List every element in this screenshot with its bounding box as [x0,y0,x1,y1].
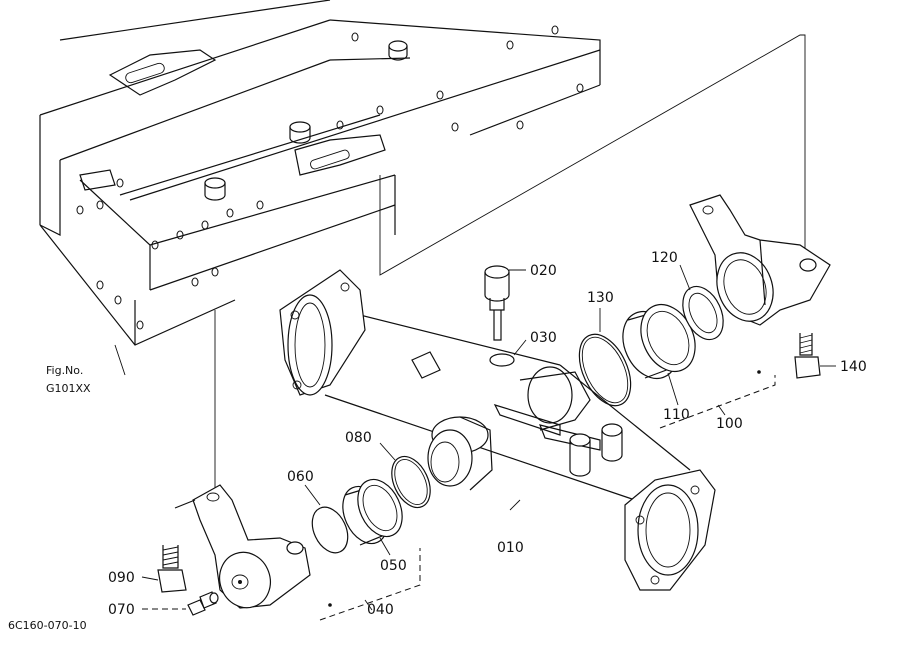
frame-holes [76,25,584,330]
bushing-050 [342,478,403,546]
leader-080 [379,442,396,461]
callout-010: 010 [497,540,524,556]
right-bracket [689,194,831,374]
leader-frame-to-right-bracket [379,34,806,276]
callout-100: 100 [716,416,743,432]
callout-130: 130 [587,290,614,306]
bolt-090 [157,545,187,593]
frame-assembly [39,0,601,376]
leader-060 [304,484,321,506]
callout-050: 050 [380,558,407,574]
bushing-110 [622,303,696,380]
callout-080: 080 [345,430,372,446]
leader-090 [141,576,159,581]
oring-030 [489,353,515,367]
drawing-code: 6C160-070-10 [8,619,87,632]
leader-100 [717,404,726,416]
leader-050 [379,537,391,556]
group-bracket-040 [319,548,421,621]
leader-010 [509,499,521,511]
callout-030: 030 [530,330,557,346]
figure-ref-label: Fig.No. [46,364,83,377]
callout-070: 070 [108,602,135,618]
leader-040 [364,599,373,611]
group-bracket-100 [659,375,776,429]
callout-060: 060 [287,469,314,485]
callout-120: 120 [651,250,678,266]
callout-110: 110 [663,407,690,423]
grease-nipple-070 [187,591,219,616]
plug-020 [484,265,510,341]
leader-120 [679,264,691,291]
callout-040: 040 [367,602,394,618]
callout-020: 020 [530,263,557,279]
bolt-140 [794,333,821,379]
axle-tube-010 [279,269,716,591]
leader-110 [667,372,679,406]
callout-140: 140 [840,359,867,375]
callout-090: 090 [108,570,135,586]
figure-ref-number: G101XX [46,382,91,395]
oring-080 [391,455,431,509]
washer-120 [682,285,724,341]
left-bracket [174,484,332,609]
oring-130 [578,333,632,407]
leader-030 [513,339,527,356]
washer-060 [311,506,349,554]
